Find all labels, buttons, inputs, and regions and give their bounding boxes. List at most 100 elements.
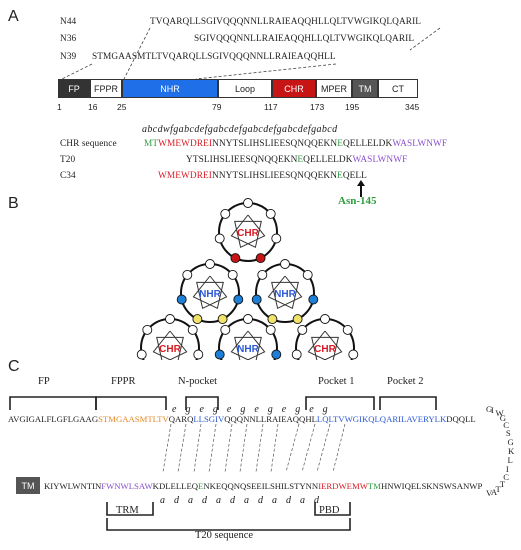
position-79: 79: [212, 102, 222, 112]
loop-residue: I: [505, 464, 509, 475]
helical-wheel-label: CHR: [237, 228, 259, 239]
sequence-segment: NNYTSLIHSLIEESQNQQEKN: [212, 139, 338, 149]
wheel-residue: [214, 349, 225, 360]
sequence-segment: NNYTSLIHSLIEESQNQQEKN: [212, 171, 338, 181]
position-16: 16: [88, 102, 98, 112]
wheel-residue: [187, 324, 198, 335]
chr-sequence-row: MTWMEWDREINNYTSLIHSLIEESQNQQEKNEQELLELDK…: [144, 139, 447, 149]
wheel-residue: [193, 349, 204, 360]
label-pbd: PBD: [319, 505, 340, 516]
sequence-segment: WASLWNWF: [392, 139, 448, 149]
t20-sequence-row: YTSLIHSLIEESQNQQEKNEQELLELDKWASLWNWF: [186, 155, 407, 165]
wheel-residue: [297, 324, 308, 335]
sequence-segment: MT: [144, 139, 159, 149]
region-label-n-pocket: N-pocket: [178, 376, 218, 387]
helical-wheel: CHR: [214, 198, 282, 264]
heptad-eg-row: e g e g e g e g e g e g: [172, 404, 328, 415]
panel-c-brackets: [9, 396, 437, 531]
wheel-residue: [320, 314, 330, 324]
asn145-label: Asn-145: [338, 195, 377, 207]
sequence-segment: HNWIQELSKNSWSANWP: [380, 481, 483, 491]
wheel-residue: [292, 314, 303, 325]
sequence-segment: DQQLL: [446, 414, 476, 424]
sequence-segment: LQLTVWGIKQLQAR: [316, 414, 399, 424]
domain-loop: Loop: [218, 79, 272, 98]
wheel-residue: [214, 233, 225, 244]
helical-wheel-label: CHR: [159, 344, 181, 355]
peptide-name-n39: N39: [60, 52, 77, 62]
domain-tm: TM: [352, 79, 378, 98]
sequence-segment: QELLELDK: [303, 155, 353, 165]
wheel-residue: [265, 208, 276, 219]
sequence-segment: QELLELDK: [342, 139, 393, 149]
sequence-segment: E: [297, 155, 304, 165]
helical-wheel: NHR: [214, 314, 282, 360]
wheel-residue: [243, 198, 253, 208]
tm-box: TM: [16, 477, 40, 494]
region-label-pocket-1: Pocket 1: [318, 376, 355, 387]
sequence-segment: WMEWDREI: [158, 171, 212, 181]
position-173: 173: [310, 102, 325, 112]
asn145-arrow: [357, 180, 365, 197]
domain-fp: FP: [58, 79, 90, 98]
wheel-residue: [243, 314, 253, 324]
loop-residue: G: [499, 413, 506, 424]
wheel-residue: [265, 324, 276, 335]
loop-residue: W: [495, 408, 504, 419]
helical-wheel-diagram: CHR NHR NHR CHR NHR CHR: [136, 198, 359, 360]
wheel-residue: [165, 314, 175, 324]
sequence-segment: LLSGIV: [193, 414, 225, 424]
wheel-residue: [271, 349, 282, 360]
label-trm: TRM: [116, 505, 139, 516]
sequence-segment: WMEWDREI: [158, 139, 213, 149]
loop-residue: L: [507, 455, 513, 466]
sequence-segment: KDLELLEQ: [152, 481, 199, 491]
sequence-segment: KIYWLWNTIN: [44, 481, 102, 491]
position-195: 195: [345, 102, 360, 112]
sequence-segment: YTSLIHSLIEESQNQQEKN: [186, 155, 298, 165]
wheel-residue: [271, 233, 282, 244]
region-label-fp: FP: [38, 376, 50, 387]
sequence-segment: ILAVERYLK: [398, 414, 447, 424]
sequence-segment: QQQNNLLRAIEAQQHL: [224, 414, 317, 424]
sequence-segment: E: [337, 139, 343, 149]
helical-wheel: NHR: [251, 259, 319, 325]
wheel-residue: [205, 259, 215, 269]
wheel-residue: [217, 314, 228, 325]
helical-wheel-label: NHR: [199, 289, 221, 300]
panel-label-b: B: [8, 195, 19, 212]
label-t20-sequence: T20 sequence: [195, 530, 254, 541]
wheel-residue: [308, 294, 319, 305]
position-345: 345: [405, 102, 420, 112]
helical-wheel-label: NHR: [274, 289, 296, 300]
heptad-register: abcdwfgabcdefgabcdefgabcdefgabcdefgabcd: [142, 124, 338, 135]
sequence-segment: AVGIGALFLGFLGAAG: [8, 414, 99, 424]
wheel-residue: [142, 324, 153, 335]
region-label-pocket-2: Pocket 2: [387, 376, 424, 387]
chr-sequence-label: CHR sequence: [60, 139, 117, 149]
wheel-residue: [233, 294, 244, 305]
loop-residue: C: [503, 472, 509, 483]
domain-fppr: FPPR: [90, 79, 122, 98]
helical-wheel: CHR: [291, 314, 359, 360]
position-117: 117: [264, 102, 278, 112]
panel-label-a: A: [8, 8, 19, 25]
region-label-fppr: FPPR: [111, 376, 136, 387]
domain-ct: CT: [378, 79, 418, 98]
wheel-residue: [267, 314, 278, 325]
sequence-segment: QARQ: [168, 414, 194, 424]
heptad-ad-row: a d a d a d a d a d a d: [160, 495, 319, 506]
loop-residue: A: [490, 486, 498, 497]
helical-wheel: NHR: [176, 259, 244, 325]
helical-wheel-label: CHR: [314, 344, 336, 355]
loop-residue: S: [505, 427, 511, 438]
peptide-name-n36: N36: [60, 34, 77, 44]
wheel-residue: [220, 208, 231, 219]
sequence-segment: FWNWLSAW: [101, 481, 153, 491]
loop-residue: G: [507, 436, 514, 447]
helical-wheel: CHR: [136, 314, 204, 360]
wheel-residue: [257, 269, 268, 280]
t20-label: T20: [60, 155, 76, 165]
position-25: 25: [117, 102, 127, 112]
loop-residue: T: [495, 483, 501, 494]
